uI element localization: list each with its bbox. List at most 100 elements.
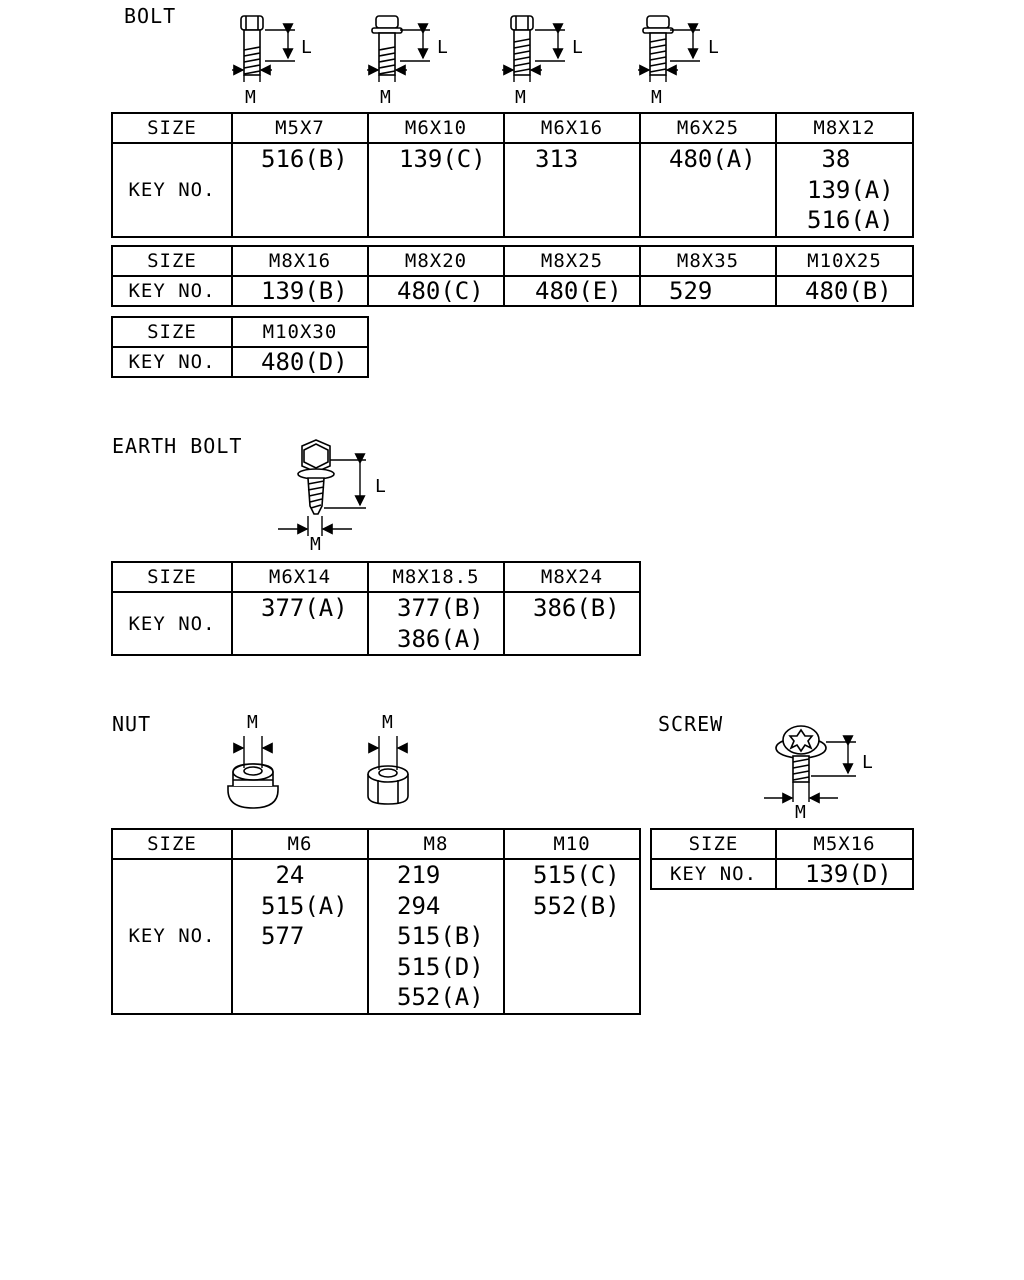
key-cell: 386(B) — [503, 591, 641, 656]
key-value: 38 — [807, 145, 851, 173]
bolt-1-m-label: M — [245, 87, 256, 108]
size-cell: M10 — [503, 828, 641, 860]
bolt-1-icon — [240, 15, 264, 76]
size-cell: M5X16 — [775, 828, 914, 860]
size-cell: M5X7 — [231, 112, 369, 144]
key-no-label: KEY NO. — [650, 858, 777, 890]
key-cell: 24 515(A) 577 — [231, 858, 369, 1015]
key-value: 294 — [397, 891, 441, 920]
key-value: 386(B) — [533, 594, 620, 622]
key-value: 480(D) — [261, 348, 348, 376]
bolt-2-icon — [371, 15, 403, 76]
key-value: 552(B) — [533, 891, 620, 920]
table-row: SIZE M6 M8 M10 — [111, 828, 641, 860]
key-value: 529 — [669, 277, 713, 305]
key-no-label: KEY NO. — [111, 142, 233, 238]
size-cell: M6X25 — [639, 112, 777, 144]
key-cell: 480(C) — [367, 275, 505, 307]
size-cell: M8X20 — [367, 245, 505, 277]
screw-icon — [775, 725, 827, 783]
key-cell: 529 — [639, 275, 777, 307]
key-cell: 139(D) — [775, 858, 914, 890]
key-cell: 480(E) — [503, 275, 641, 307]
nut-table: SIZE M6 M8 M10 KEY NO. 24 515(A) 577 219… — [111, 828, 641, 1015]
earth-bolt-drawing: L M — [278, 439, 386, 555]
key-cell: 139(B) — [231, 275, 369, 307]
size-label: SIZE — [111, 561, 233, 593]
key-value: 377(A) — [261, 594, 348, 622]
key-value: 577 — [261, 922, 305, 950]
key-value: 515(A) — [261, 891, 348, 920]
key-value: 139(A) — [807, 175, 894, 204]
bolt-4-m-label: M — [651, 87, 662, 108]
key-value: 480(C) — [397, 277, 484, 305]
nut-heading: NUT — [112, 712, 152, 736]
bolt-table-1: SIZE M5X7 M6X10 M6X16 M6X25 M8X12 KEY NO… — [111, 112, 914, 238]
key-value: 386(A) — [397, 624, 484, 653]
screw-drawing: L M — [764, 725, 873, 823]
key-value: 480(E) — [535, 277, 622, 305]
size-cell: M6X16 — [503, 112, 641, 144]
earth-bolt-icon — [297, 439, 335, 515]
bolt-table-2: SIZE M8X16 M8X20 M8X25 M8X35 M10X25 KEY … — [111, 245, 914, 307]
table-row: SIZE M10X30 — [111, 316, 369, 348]
key-value: 516(A) — [807, 206, 894, 234]
table-row: KEY NO. 516(B) 139(C) 313 480(A) 38 139(… — [111, 142, 914, 238]
key-value: 313 — [535, 145, 579, 173]
size-cell: M6X14 — [231, 561, 369, 593]
screw-table: SIZE M5X16 KEY NO. 139(D) — [650, 828, 914, 890]
screw-l-label: L — [862, 752, 873, 773]
size-cell: M8X35 — [639, 245, 777, 277]
key-no-label: KEY NO. — [111, 591, 233, 656]
bolt-4-l-label: L — [708, 37, 719, 58]
size-cell: M10X30 — [231, 316, 369, 348]
key-value: 515(B) — [397, 922, 484, 950]
key-value: 515(C) — [533, 861, 620, 889]
size-label: SIZE — [111, 316, 233, 348]
bolt-3-m-label: M — [515, 87, 526, 108]
key-value: 139(C) — [399, 145, 486, 173]
bolt-3-icon — [510, 15, 534, 76]
key-value: 24 — [261, 861, 305, 889]
bolt-1-l-label: L — [301, 37, 312, 58]
key-cell: 480(B) — [775, 275, 914, 307]
nut-drawings: M M — [227, 712, 409, 809]
table-row: KEY NO. 377(A) 377(B) 386(A) 386(B) — [111, 591, 641, 656]
size-label: SIZE — [111, 828, 233, 860]
size-label: SIZE — [111, 112, 233, 144]
size-cell: M8X12 — [775, 112, 914, 144]
size-cell: M8X24 — [503, 561, 641, 593]
key-cell: 480(D) — [231, 346, 369, 378]
size-label: SIZE — [650, 828, 777, 860]
flange-nut-icon — [227, 763, 279, 809]
key-value: 516(B) — [261, 145, 348, 173]
size-cell: M10X25 — [775, 245, 914, 277]
key-value: 480(A) — [669, 145, 756, 173]
screw-heading: SCREW — [658, 712, 724, 736]
key-cell: 516(B) — [231, 142, 369, 238]
key-cell: 38 139(A) 516(A) — [775, 142, 914, 238]
table-row: SIZE M8X16 M8X20 M8X25 M8X35 M10X25 — [111, 245, 914, 277]
bolt-2-l-label: L — [437, 37, 448, 58]
key-value: 480(B) — [805, 277, 892, 305]
size-cell: M8X25 — [503, 245, 641, 277]
size-cell: M8 — [367, 828, 505, 860]
key-cell: 480(A) — [639, 142, 777, 238]
table-row: KEY NO. 139(D) — [650, 858, 914, 890]
key-no-label: KEY NO. — [111, 858, 233, 1015]
bolt-4-icon — [642, 15, 674, 76]
table-row: SIZE M5X7 M6X10 M6X16 M6X25 M8X12 — [111, 112, 914, 144]
table-row: SIZE M6X14 M8X18.5 M8X24 — [111, 561, 641, 593]
key-no-label: KEY NO. — [111, 275, 233, 307]
key-value: 139(B) — [261, 277, 348, 305]
bolt-table-3: SIZE M10X30 KEY NO. 480(D) — [111, 316, 369, 378]
earth-bolt-table: SIZE M6X14 M8X18.5 M8X24 KEY NO. 377(A) … — [111, 561, 641, 656]
bolt-2-m-label: M — [380, 87, 391, 108]
earth-bolt-l-label: L — [375, 476, 386, 497]
table-row: KEY NO. 480(D) — [111, 346, 369, 378]
table-row: SIZE M5X16 — [650, 828, 914, 860]
key-value: 139(D) — [805, 860, 892, 888]
size-cell: M6X10 — [367, 112, 505, 144]
nut-2-m-label: M — [382, 712, 393, 733]
key-cell: 313 — [503, 142, 641, 238]
